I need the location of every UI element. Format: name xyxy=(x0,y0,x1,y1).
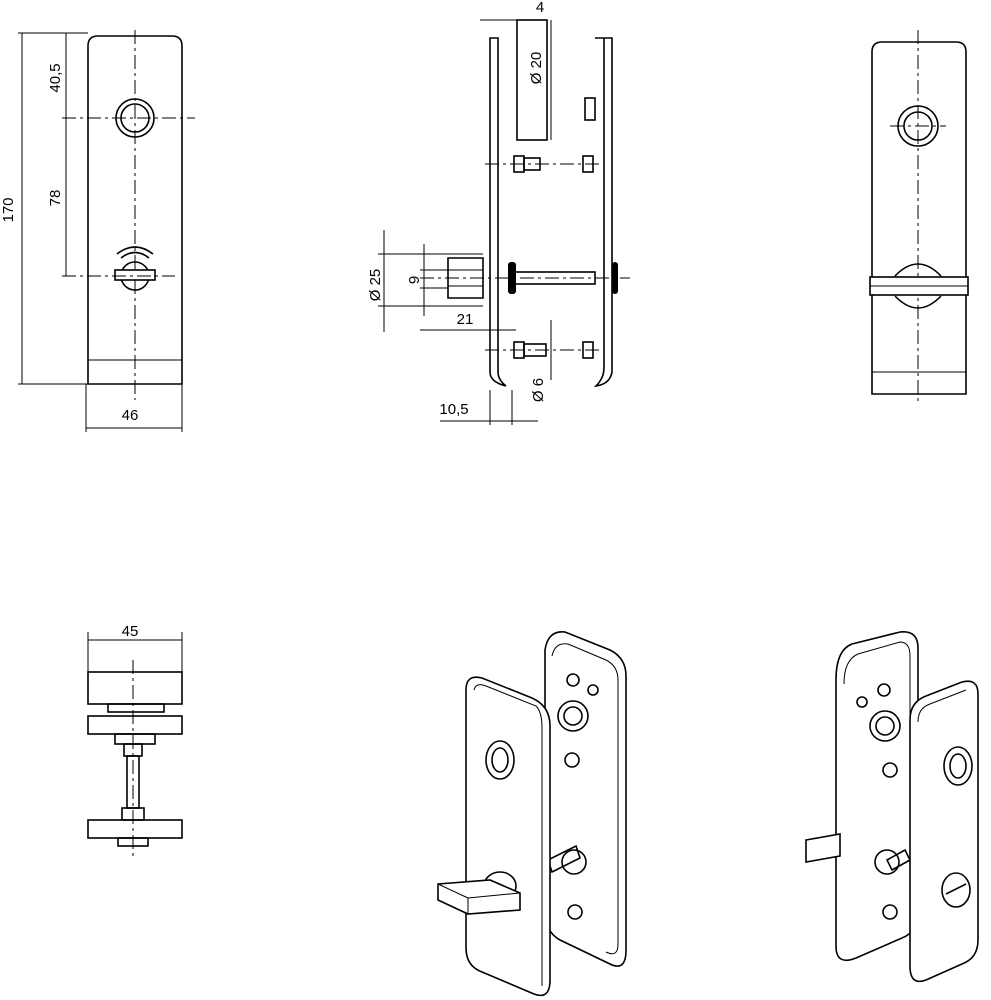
dim-170: 170 xyxy=(0,197,17,222)
dim-diameter-25: Ø 25 xyxy=(367,269,384,302)
isometric-view-right xyxy=(805,631,979,983)
dim-46: 46 xyxy=(122,407,139,424)
front-view: 170 40,5 78 46 xyxy=(0,30,195,432)
rear-view xyxy=(869,30,969,405)
dim-diameter-20: Ø 20 xyxy=(528,52,545,85)
dim-45: 45 xyxy=(122,623,139,640)
dim-78: 78 xyxy=(47,190,64,207)
dim-21: 21 xyxy=(457,311,474,328)
dim-9: 9 xyxy=(406,276,423,284)
dim-4: 4 xyxy=(536,0,544,16)
dim-40-5: 40,5 xyxy=(47,63,64,92)
side-view: 4 Ø 20 Ø 25 9 21 10,5 Ø 6 xyxy=(367,0,630,425)
dim-diameter-6: Ø 6 xyxy=(530,378,547,402)
top-view: 45 xyxy=(87,623,183,860)
dim-10-5: 10,5 xyxy=(439,401,468,418)
isometric-view-left xyxy=(437,631,627,997)
